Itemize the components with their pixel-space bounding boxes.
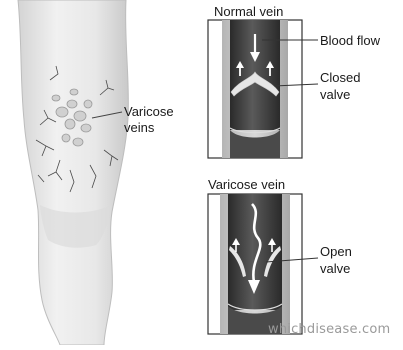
label-open-valve-line2: valve — [320, 261, 350, 276]
label-varicose-veins-line1: Varicose — [124, 104, 174, 119]
label-varicose-vein-title: Varicose vein — [208, 177, 285, 192]
watermark-text: whichdisease.com — [268, 322, 390, 337]
varicose-vein-panel — [208, 194, 318, 334]
leg-illustration — [18, 0, 128, 345]
normal-vein-panel — [208, 20, 318, 158]
label-varicose-veins-line2: veins — [124, 120, 154, 135]
label-normal-vein-title: Normal vein — [214, 4, 283, 19]
label-closed-valve-line1: Closed — [320, 70, 360, 85]
label-closed-valve-line2: valve — [320, 87, 350, 102]
label-open-valve-line1: Open — [320, 244, 352, 259]
label-blood-flow: Blood flow — [320, 33, 380, 48]
leg-shape — [18, 0, 128, 345]
